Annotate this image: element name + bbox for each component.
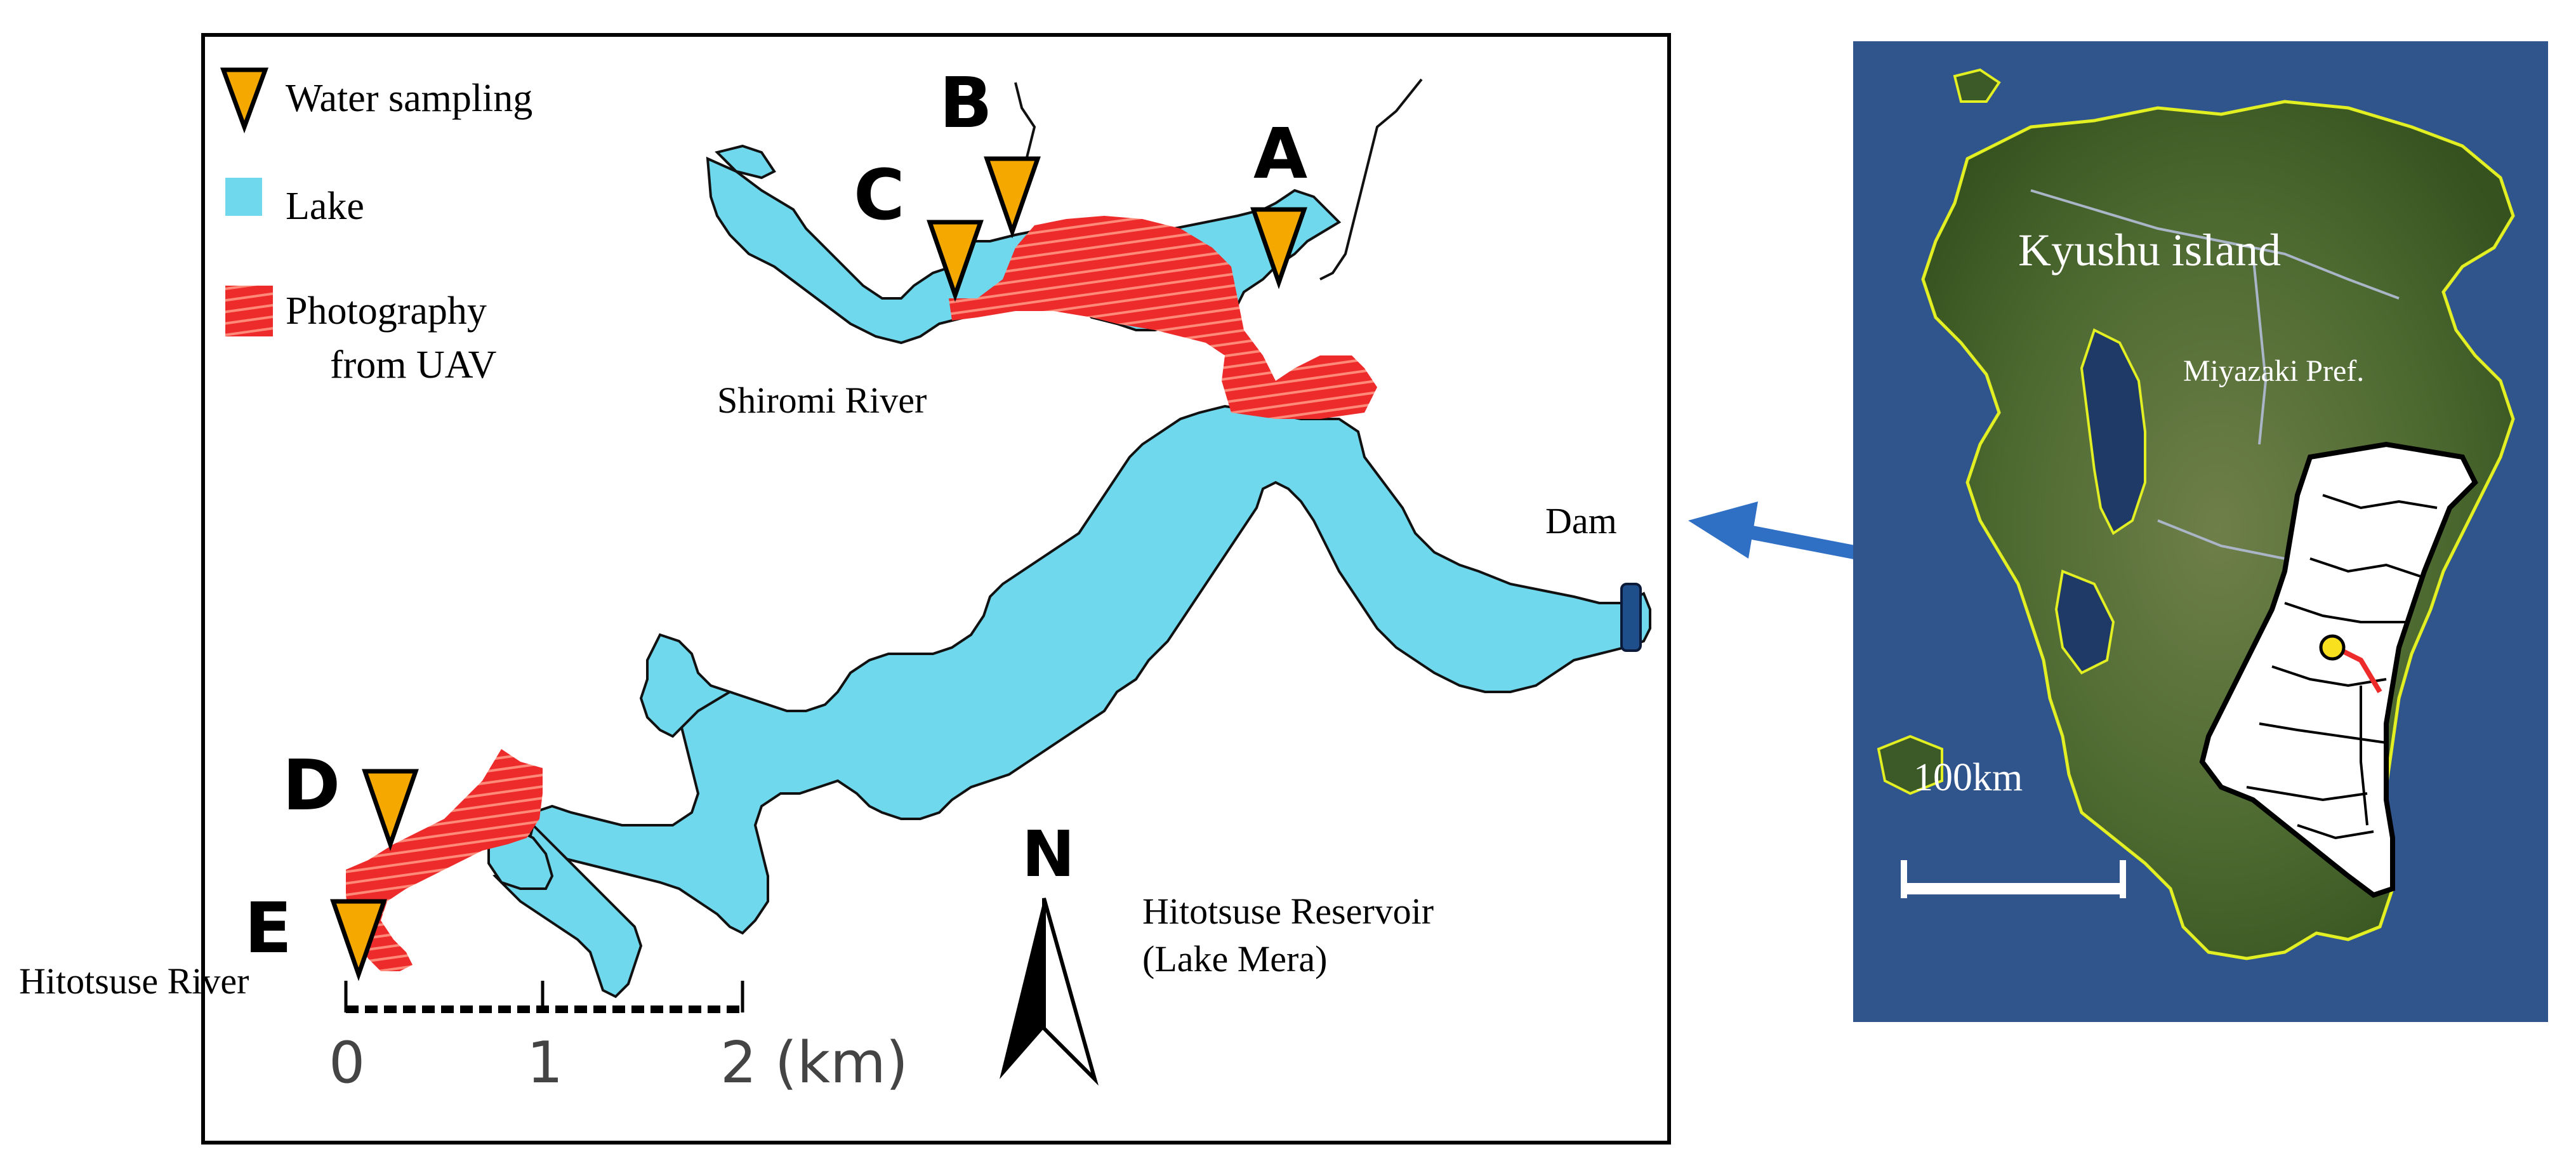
uav-zone-north	[949, 216, 1377, 419]
kyushu-inset-map: Kyushu island Miyazaki Pref. 100km	[1853, 41, 2548, 1022]
scale-tick-2: 2 (km)	[720, 1030, 908, 1096]
sampling-marker-b	[984, 156, 1041, 239]
lake-swatch-icon	[225, 178, 262, 216]
legend-lake-label: Lake	[286, 185, 364, 228]
site-label-a: A	[1253, 113, 1307, 194]
north-arrow-label: N	[1022, 817, 1075, 891]
dam-label: Dam	[1545, 500, 1617, 541]
miyazaki-pref-label: Miyazaki Pref.	[2183, 354, 2364, 388]
shiromi-river-label: Shiromi River	[717, 380, 927, 421]
miyazaki-prefecture	[2199, 441, 2478, 898]
site-label-d: D	[282, 745, 340, 826]
north-arrow: N	[1000, 817, 1099, 1086]
north-arrow-left-half	[1000, 898, 1044, 1079]
north-island	[1953, 68, 2001, 103]
dam-structure	[1620, 583, 1642, 652]
sampling-sites: A B C D E	[244, 62, 1307, 981]
photography-uav-swatch-icon	[225, 286, 273, 336]
creek-a-inflow	[1319, 78, 1423, 281]
inset-scale-bar	[1901, 860, 2126, 898]
kyushu-island-label: Kyushu island	[2018, 225, 2281, 275]
site-label-c: C	[854, 154, 905, 236]
sampling-marker-e	[330, 899, 387, 981]
sampling-marker-d	[362, 769, 419, 851]
ariake-sea	[2080, 328, 2146, 535]
scale-tick-0: 0	[329, 1030, 365, 1096]
site-label-e: E	[244, 887, 292, 969]
water-sampling-triangle-icon	[220, 67, 269, 134]
reservoir-label-line2: (Lake Mera)	[1142, 938, 1327, 979]
west-arm-lake	[639, 633, 733, 738]
sampling-marker-a	[1250, 207, 1307, 289]
sampling-marker-c	[927, 220, 984, 302]
study-site-location-dot	[2319, 634, 2346, 661]
scale-bar: 0 1 2 (km)	[329, 981, 908, 1096]
yatsushiro-sea	[2054, 569, 2115, 675]
reservoir-label-line1: Hitotsuse Reservoir	[1142, 891, 1434, 932]
location-arrowhead-icon	[1688, 501, 1758, 559]
shiromi-river-inflow	[715, 144, 776, 180]
miyazaki-river-network	[2246, 494, 2438, 840]
legend: Water sampling Lake Photography from UAV	[220, 67, 532, 387]
western-island	[1877, 734, 1943, 795]
north-arrow-right-half	[1042, 898, 1099, 1086]
site-label-b: B	[939, 62, 993, 143]
hitotsuse-river-label: Hitotsuse River	[19, 960, 249, 1002]
main-reservoir-body	[525, 404, 1651, 935]
inset-scale-label: 100km	[1913, 756, 2023, 799]
legend-water-sampling-label: Water sampling	[286, 77, 532, 120]
legend-uav-label-line1: Photography	[286, 289, 487, 333]
scale-tick-1: 1	[527, 1030, 563, 1096]
legend-uav-label-line2: from UAV	[330, 343, 497, 387]
uav-zone-southwest	[346, 749, 543, 971]
